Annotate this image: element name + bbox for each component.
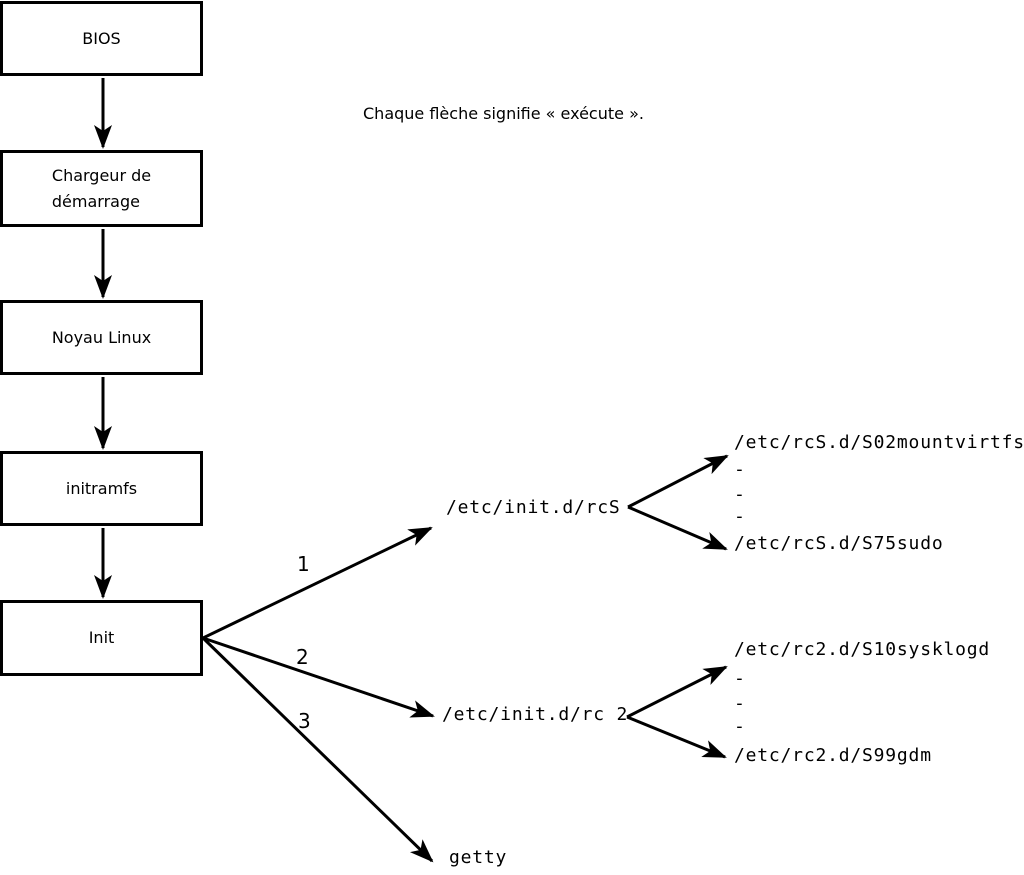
arrow-init-to-getty bbox=[201, 636, 434, 863]
arrow-rc2-to-last-script bbox=[626, 715, 727, 759]
rc2-script-first: /etc/rc2.d/S10sysklogd bbox=[734, 639, 991, 660]
arrow-init-to-rcs bbox=[202, 526, 433, 640]
rcs-ellipsis-dash: - bbox=[734, 484, 746, 505]
box-bootloader-label: Chargeur de démarrage bbox=[51, 165, 152, 211]
rcs-script-first: /etc/rcS.d/S02mountvirtfs bbox=[734, 432, 1024, 453]
branch-label-1: 1 bbox=[297, 552, 310, 576]
command-rcs: /etc/init.d/rcS bbox=[446, 497, 621, 518]
box-bios: BIOS bbox=[0, 1, 203, 76]
arrow-rcs-to-first-script bbox=[627, 454, 729, 509]
command-rc2: /etc/init.d/rc 2 bbox=[442, 704, 629, 725]
rcs-ellipsis-dash: - bbox=[734, 459, 746, 480]
box-initramfs-label: initramfs bbox=[65, 478, 138, 498]
command-getty: getty bbox=[449, 847, 508, 868]
diagram-caption: Chaque flèche signifie « exécute ». bbox=[363, 104, 644, 123]
box-initramfs: initramfs bbox=[0, 451, 203, 526]
box-kernel-label: Noyau Linux bbox=[51, 327, 152, 347]
rc2-script-last: /etc/rc2.d/S99gdm bbox=[734, 745, 932, 766]
rcs-ellipsis-dash: - bbox=[734, 506, 746, 527]
rcs-script-last: /etc/rcS.d/S75sudo bbox=[734, 533, 944, 554]
box-bootloader: Chargeur de démarrage bbox=[0, 150, 203, 227]
box-init: Init bbox=[0, 600, 203, 676]
box-init-label: Init bbox=[88, 628, 115, 647]
arrow-rc2-to-first-script bbox=[626, 665, 728, 719]
box-kernel: Noyau Linux bbox=[0, 300, 203, 375]
branch-label-3: 3 bbox=[298, 709, 311, 733]
arrow-init-to-rc2 bbox=[202, 636, 435, 718]
arrow-rcs-to-last-script bbox=[627, 505, 728, 551]
branch-label-2: 2 bbox=[296, 645, 309, 669]
rc2-ellipsis-dash: - bbox=[734, 693, 746, 714]
rc2-ellipsis-dash: - bbox=[734, 716, 746, 737]
rc2-ellipsis-dash: - bbox=[734, 668, 746, 689]
box-bios-label: BIOS bbox=[82, 28, 121, 48]
